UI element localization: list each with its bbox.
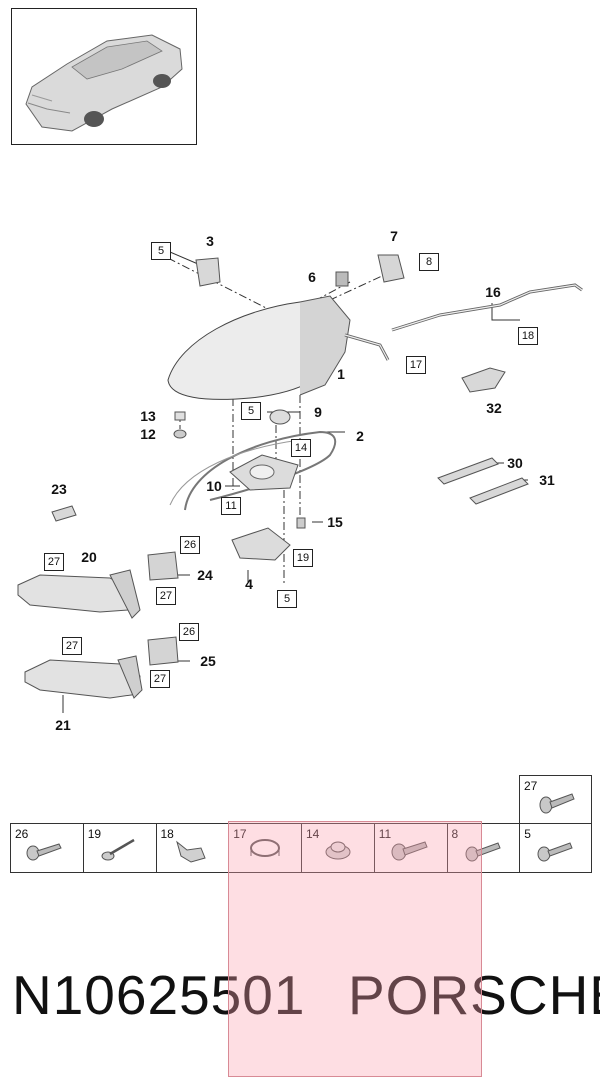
boxed-ref-27: 27	[150, 670, 170, 688]
diagram-part-number: N10625501	[12, 964, 306, 1026]
fastener-number: 11	[378, 827, 392, 841]
boxed-ref-17: 17	[406, 356, 426, 374]
callout-25: 25	[200, 653, 216, 669]
boxed-ref-14: 14	[291, 439, 311, 457]
vehicle-thumbnail	[11, 8, 197, 145]
callout-6: 6	[308, 269, 316, 285]
callout-9: 9	[314, 404, 322, 420]
fastener-cell-14: 14	[302, 824, 375, 872]
bolt-icon	[539, 793, 575, 814]
callout-7: 7	[390, 228, 398, 244]
hose-clamp-icon	[250, 839, 281, 857]
callout-21: 21	[55, 717, 71, 733]
callout-4: 4	[245, 576, 253, 592]
fastener-cell-18: 18	[157, 824, 230, 872]
grommet-icon	[325, 841, 351, 860]
fastener-cell-27: 27	[519, 775, 592, 824]
boxed-ref-5: 5	[277, 590, 297, 608]
fastener-number: 27	[524, 779, 538, 793]
callout-13: 13	[140, 408, 156, 424]
callout-2: 2	[356, 428, 364, 444]
boxed-ref-27: 27	[156, 587, 176, 605]
boxed-ref-5: 5	[151, 242, 171, 260]
brand-name: PORSCHE	[348, 964, 600, 1026]
fastener-cell-19: 19	[84, 824, 157, 872]
boxed-ref-8: 8	[419, 253, 439, 271]
selection-highlight	[228, 821, 482, 1077]
callout-23: 23	[51, 481, 67, 497]
clip-icon	[175, 840, 206, 863]
boxed-ref-19: 19	[293, 549, 313, 567]
callout-12: 12	[140, 426, 156, 442]
boxed-ref-27: 27	[44, 553, 64, 571]
pin-icon	[101, 838, 135, 861]
fastener-number: 18	[160, 827, 174, 841]
bolt-icon	[537, 842, 573, 862]
callout-31: 31	[539, 472, 555, 488]
callout-30: 30	[507, 455, 523, 471]
car-icon	[25, 34, 183, 132]
bolt-icon	[26, 843, 62, 861]
fastener-number: 17	[233, 827, 247, 841]
callout-24: 24	[197, 567, 213, 583]
boxed-ref-26: 26	[179, 623, 199, 641]
fastener-cell-11: 11	[375, 824, 448, 872]
boxed-ref-11: 11	[221, 497, 241, 515]
callout-10: 10	[206, 478, 222, 494]
boxed-ref-26: 26	[180, 536, 200, 554]
boxed-ref-5: 5	[241, 402, 261, 420]
callout-1: 1	[337, 366, 345, 382]
callout-15: 15	[327, 514, 343, 530]
callout-32: 32	[486, 400, 502, 416]
fastener-cell-26: 26	[11, 824, 84, 872]
screw-icon	[391, 841, 428, 861]
callout-20: 20	[81, 549, 97, 565]
fastener-cell-17: 17	[229, 824, 302, 872]
fastener-number: 26	[15, 827, 29, 841]
fastener-cell-5: 5	[520, 824, 593, 872]
fastener-number: 8	[451, 827, 459, 841]
callout-3: 3	[206, 233, 214, 249]
fastener-number: 5	[524, 827, 531, 841]
callout-16: 16	[485, 284, 501, 300]
fastener-number: 19	[87, 827, 102, 841]
boxed-ref-27: 27	[62, 637, 82, 655]
fastener-table: 26 19 18 17 14 11	[10, 823, 592, 873]
boxed-ref-18: 18	[518, 327, 538, 345]
fastener-number: 14	[306, 827, 320, 841]
